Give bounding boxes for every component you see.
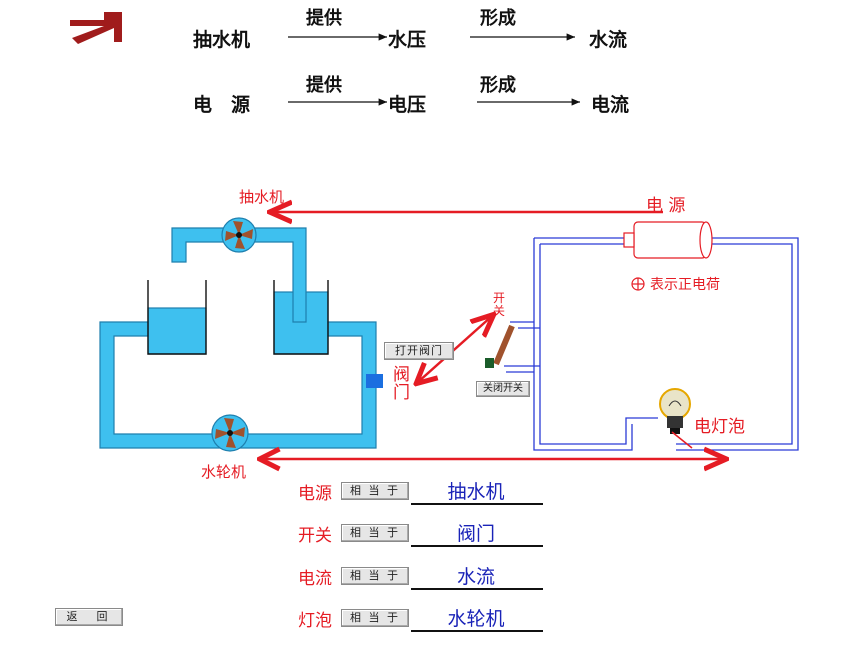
arrow-valve-to-switch [418,316,492,382]
flow1-source: 抽水机 [193,29,251,51]
equivalence-term: 电流 [298,569,332,589]
back-button[interactable]: 返 回 [55,608,123,626]
equivalence-reveal-button[interactable]: 相 当 于 [341,609,409,627]
flow2-source: 电 源 [193,94,251,116]
logo-arrow-icon [70,12,122,44]
equivalence-reveal-button[interactable]: 相 当 于 [341,524,409,542]
electric-circuit [504,237,799,451]
water-circuit [99,227,377,449]
equivalence-term: 开关 [298,526,332,546]
equivalence-answer: 阀门 [456,523,495,545]
positive-charge-icon [631,277,645,291]
pump-icon [221,217,257,253]
turbine-icon [211,414,249,452]
close-switch-button[interactable]: 关闭开关 [476,381,530,397]
answer-underline [411,588,543,590]
flow2-verb2: 形成 [480,75,516,96]
equivalence-answer: 水轮机 [447,608,505,630]
flow2-verb1: 提供 [306,75,342,96]
switch-icon [485,324,515,368]
battery-icon [623,221,713,259]
flow2-result: 电流 [591,94,630,116]
arrow-bulb-pointer [671,431,693,449]
flow1-result: 水流 [589,29,628,51]
switch-label: 开 关 [493,291,506,318]
flow1-verb1: 提供 [306,8,342,29]
bulb-icon [659,388,691,434]
open-valve-button[interactable]: 打开阀门 [384,342,454,360]
answer-underline [411,545,543,547]
answer-underline [411,630,543,632]
power-source-label: 电 源 [646,196,686,216]
pump-label: 抽水机 [239,188,285,206]
left-tank [147,280,207,355]
equivalence-reveal-button[interactable]: 相 当 于 [341,567,409,585]
flow1-verb2: 形成 [480,8,516,29]
flow-arrows [288,33,580,106]
turbine-label: 水轮机 [201,463,247,481]
answer-underline [411,503,543,505]
equivalence-term: 电源 [298,484,332,504]
equivalence-answer: 抽水机 [447,481,505,503]
analogy-diagram [99,0,799,480]
right-tank [273,280,329,355]
valve-icon [366,374,383,388]
flow2-middle: 电压 [388,94,427,116]
equivalence-reveal-button[interactable]: 相 当 于 [341,482,409,500]
equivalence-term: 灯泡 [298,611,332,631]
valve-label: 阀 门 [393,365,410,403]
bulb-label: 电灯泡 [694,417,745,437]
equivalence-answer: 水流 [456,566,495,588]
charge-note: 表示正电荷 [650,277,720,293]
flow1-middle: 水压 [388,29,427,51]
